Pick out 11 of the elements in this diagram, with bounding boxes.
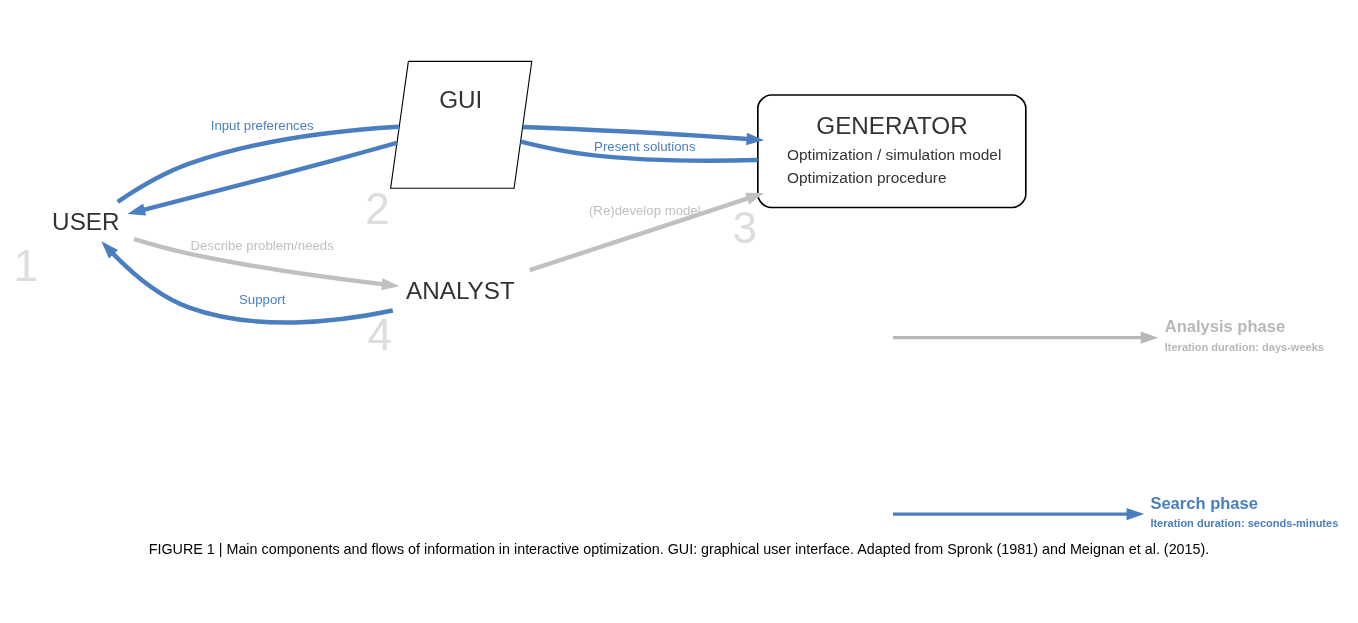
- node-text: USER: [52, 207, 120, 235]
- legend-label: Analysis phase: [1164, 316, 1286, 336]
- caption: FIGURE 1 | Main components and flows of information in interactive optimization. GUI: graphical user interface. Adapted from Spronk (1981) and Meignan et al. (2015).: [148, 540, 1210, 557]
- label: Iteration duration: days-weeks: [1164, 340, 1324, 353]
- edge-label: Describe problem/needs: [190, 237, 334, 253]
- edge-label: Input preferences: [210, 117, 314, 133]
- legend-label: Search phase: [1150, 493, 1258, 513]
- node-text: ANALYST: [406, 276, 515, 304]
- edge-label: Support: [239, 291, 286, 307]
- edge-label: Present solutions: [594, 138, 696, 154]
- label: Iteration duration: seconds-minutes: [1150, 516, 1339, 529]
